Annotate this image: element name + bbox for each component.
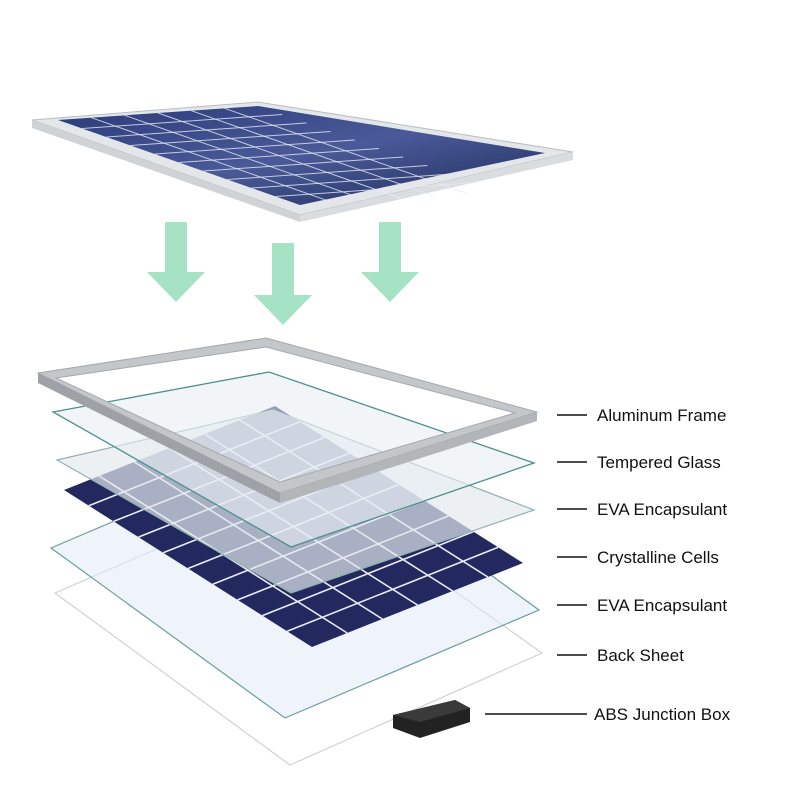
down-arrow-icon [254, 243, 312, 325]
callouts: Aluminum Frame Tempered Glass EVA Encaps… [485, 406, 731, 724]
label-eva-encapsulant-bottom: EVA Encapsulant [597, 596, 727, 615]
panel-frame-side-left [32, 120, 300, 222]
panel-cell-grid [82, 107, 476, 204]
down-arrow-icon [361, 222, 419, 302]
label-abs-junction-box: ABS Junction Box [594, 705, 731, 724]
label-crystalline-cells: Crystalline Cells [597, 548, 719, 567]
grid-line [224, 107, 467, 194]
panel-frame-side-right [300, 152, 573, 222]
grid-line [124, 114, 367, 201]
label-aluminum-frame: Aluminum Frame [597, 406, 726, 425]
layer-aluminum-frame [36, 337, 539, 503]
label-back-sheet: Back Sheet [597, 646, 684, 665]
label-tempered-glass: Tempered Glass [597, 453, 721, 472]
layer-junction-box [393, 700, 470, 738]
down-arrow-icon [147, 222, 205, 302]
grid-line [91, 117, 334, 204]
panel-cells [58, 106, 545, 205]
label-eva-encapsulant-top: EVA Encapsulant [597, 500, 727, 519]
layer-tempered-glass [51, 371, 536, 548]
arrows [147, 222, 419, 325]
grid-line [191, 110, 434, 197]
assembled-panel [31, 101, 574, 222]
grid-line [157, 112, 401, 199]
